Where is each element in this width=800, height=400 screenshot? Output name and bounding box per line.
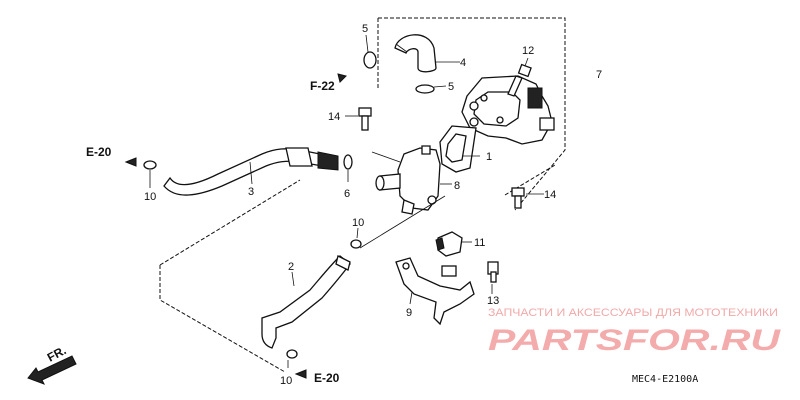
callout-9: 9 [406, 307, 412, 319]
clamp-part-10-lower [286, 349, 298, 368]
holder-part-11 [435, 231, 472, 257]
bolt-part-14-upper [345, 107, 372, 131]
callout-6: 6 [344, 188, 350, 200]
callout-2: 2 [288, 261, 294, 273]
reference-e20-bottom: E-20 [314, 371, 340, 385]
watermark-tagline: ЗАПЧАСТИ И АКСЕССУАРЫ ДЛЯ МОТОТЕХНИКИ [488, 307, 778, 319]
callout-12: 12 [522, 45, 534, 57]
bracket-part-9 [395, 257, 475, 326]
reference-f22: F-22 [310, 79, 335, 93]
hose-part-2 [261, 255, 351, 349]
arrow-e20-top [124, 157, 137, 167]
callout-13: 13 [487, 295, 499, 307]
front-arrow-icon [27, 355, 77, 385]
clamp-part-10-middle [350, 195, 446, 249]
bolt-part-12 [507, 57, 532, 97]
housing-part-8 [371, 145, 452, 215]
callout-3: 3 [248, 186, 254, 198]
callout-14-lower: 14 [544, 189, 556, 201]
callout-10-lower: 10 [280, 375, 292, 387]
clamp-part-6 [343, 154, 353, 182]
watermark-brand: PARTSFOR.RU [488, 324, 782, 357]
callout-4: 4 [460, 57, 466, 69]
callout-1: 1 [486, 151, 492, 163]
valve-body-part-7 [461, 75, 555, 145]
hose-part-4 [394, 34, 460, 73]
callout-7: 7 [596, 69, 602, 81]
hose-part-3 [163, 147, 339, 196]
callout-10-middle: 10 [352, 217, 364, 229]
diagram-code: MEC4-E2100A [632, 374, 698, 385]
gasket-part-1 [439, 125, 480, 173]
bolt-part-13 [487, 261, 499, 294]
bolt-part-14-lower [511, 187, 544, 209]
callout-14-upper: 14 [328, 111, 340, 123]
callout-10-upper-left: 10 [144, 191, 156, 203]
callout-11: 11 [474, 237, 485, 249]
arrow-e20-bottom [294, 369, 307, 379]
arrow-f22 [337, 73, 347, 83]
callout-5-upper: 5 [362, 23, 368, 35]
clamp-part-5-middle [415, 84, 447, 94]
callout-8: 8 [454, 180, 460, 192]
reference-e20-top: E-20 [86, 145, 112, 159]
callout-5-middle: 5 [448, 81, 454, 93]
clamp-part-10-upper-left [143, 160, 157, 188]
clamp-part-5-upper [363, 34, 377, 69]
